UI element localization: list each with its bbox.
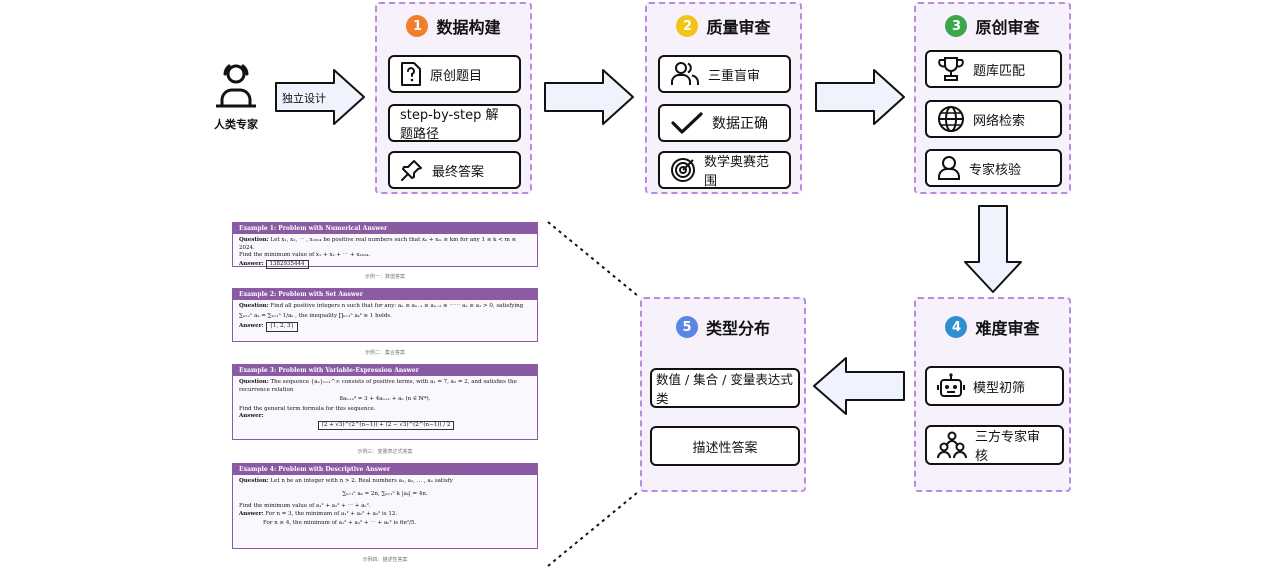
question-text: Find all positive integers n such that f… <box>270 303 524 309</box>
stage-type-distribution: 5 类型分布 数值 / 集合 / 变量表达式类 描述性答案 <box>640 297 806 492</box>
item-final-answer: 最终答案 <box>388 151 521 189</box>
item-web-search: 网络检索 <box>925 100 1062 138</box>
item-label: 数值 / 集合 / 变量表达式类 <box>656 372 793 406</box>
example-card-expression: Example 3: Problem with Variable-Express… <box>232 364 538 440</box>
question-text-2: Find the general term formula for this s… <box>239 405 376 412</box>
question-text: Let n be an integer with n > 2. Real num… <box>270 478 453 484</box>
example-title: Example 2: Problem with Set Answer <box>233 289 537 300</box>
stage-difficulty-review: 4 难度审查 模型初筛 三方专家审核 <box>914 297 1071 492</box>
zoom-line-bottom <box>547 491 639 567</box>
pushpin-icon <box>401 160 422 181</box>
item-label: 题库匹配 <box>973 63 1026 79</box>
stage-originality-review: 3 原创审查 题库匹配 网络检索 专家核验 <box>914 2 1071 194</box>
stage-number: 1 <box>406 15 429 37</box>
item-label: 数学奥赛范围 <box>704 155 770 189</box>
question-label: Question: <box>239 303 269 309</box>
arrow-quality-to-original <box>814 68 906 126</box>
example-caption: 示例三：变量表达式答案 <box>357 449 413 455</box>
item-triple-blind-review: 三重盲审 <box>658 55 791 93</box>
item-olympiad-scope: 数学奥赛范围 <box>658 151 791 189</box>
item-data-correct: 数据正确 <box>658 104 791 142</box>
item-label: 数据正确 <box>712 116 768 132</box>
answer-label: Answer: <box>239 323 264 329</box>
question-text-2: Find the minimum value of a₁² + a₂² + ⋯ … <box>239 503 371 509</box>
team-icon <box>937 431 967 459</box>
expert-label: 人类专家 <box>214 118 258 131</box>
item-label: 描述性答案 <box>692 440 758 456</box>
robot-icon <box>937 373 965 397</box>
question-label: Question: <box>239 478 269 484</box>
item-label: step-by-step 解题路径 <box>400 108 499 142</box>
item-three-party-expert-review: 三方专家审核 <box>925 425 1064 465</box>
arrow-expert-to-build: 独立设计 <box>274 68 366 126</box>
item-label: 模型初筛 <box>973 380 1026 396</box>
human-expert: 人类专家 <box>205 62 267 132</box>
example-caption: 示例二：集合答案 <box>364 350 405 356</box>
item-label: 三方专家审核 <box>975 430 1041 464</box>
item-solution-path: step-by-step 解题路径 <box>388 104 521 142</box>
stage-number: 3 <box>945 15 968 37</box>
example-title: Example 1: Problem with Numerical Answer <box>233 223 537 234</box>
example-caption: 示例一：数值答案 <box>364 274 405 280</box>
example-title: Example 3: Problem with Variable-Express… <box>233 365 537 376</box>
item-label: 三重盲审 <box>708 68 761 84</box>
question-doc-icon <box>401 62 421 86</box>
arrow-build-to-quality <box>543 68 635 126</box>
item-label: 原创题目 <box>430 68 483 84</box>
zoom-line-top <box>547 221 639 297</box>
answer-value: {1, 2, 3} <box>265 322 299 332</box>
arrow-label: 独立设计 <box>282 92 326 105</box>
stage-title: 难度审查 <box>975 319 1040 338</box>
stage-number: 5 <box>675 316 698 338</box>
stage-title: 类型分布 <box>705 319 770 338</box>
user-icon <box>938 156 960 180</box>
answer-value-2: For n ≥ 4, the minimum of a₁² + a₂² + ⋯ … <box>263 520 417 526</box>
example-card-descriptive: Example 4: Problem with Descriptive Answ… <box>232 463 538 549</box>
answer-label: Answer: <box>239 260 264 267</box>
globe-icon <box>938 106 964 132</box>
question-text: Let x₁, x₂, ⋯ , x₂₀₂₄ be positive real n… <box>239 237 517 251</box>
answer-value: 1382935444 <box>265 259 309 269</box>
person-icon <box>216 64 256 108</box>
item-label: 最终答案 <box>432 164 485 180</box>
answer-value: For n = 3, the minimum of a₁² + a₂² + a₃… <box>265 510 398 517</box>
item-question-bank-match: 题库匹配 <box>925 50 1062 88</box>
stage-number: 2 <box>676 15 699 37</box>
question-label: Question: <box>239 379 269 385</box>
item-label: 专家核验 <box>969 162 1022 178</box>
example-card-set: Example 2: Problem with Set Answer Quest… <box>232 288 538 342</box>
question-text: The sequence {aₙ}ₙ₌₁^∞ consists of posit… <box>239 379 517 393</box>
trophy-icon <box>938 57 964 81</box>
question-formula: 8aₙ₊₂⁴ = 3 + 4aₙ₊₁ + aₙ (n ∈ ℕ*). <box>339 396 431 402</box>
example-caption: 示例四：描述性答案 <box>362 557 408 563</box>
arrow-difficulty-to-type <box>812 356 906 416</box>
arrow-original-to-difficulty <box>963 204 1023 294</box>
example-title: Example 4: Problem with Descriptive Answ… <box>233 464 537 475</box>
item-original-question: 原创题目 <box>388 55 521 93</box>
target-icon <box>671 158 695 182</box>
question-text-2: ∑ₖ₌₁ⁿ aₖ = ∑ₖ₌₁ⁿ 1/aₖ , the inequality ∏… <box>239 312 392 319</box>
item-numeric-set-expression: 数值 / 集合 / 变量表达式类 <box>650 368 800 408</box>
item-descriptive-answer: 描述性答案 <box>650 426 800 466</box>
stage-data-construction: 1 数据构建 原创题目 step-by-step 解题路径 最终答案 <box>375 2 532 194</box>
stage-quality-review: 2 质量审查 三重盲审 数据正确 数学奥赛范围 <box>645 2 802 194</box>
item-expert-verification: 专家核验 <box>925 149 1062 187</box>
stage-number: 4 <box>945 316 968 338</box>
stage-title: 原创审查 <box>975 18 1040 37</box>
people-icon <box>671 62 700 85</box>
question-label: Question: <box>239 237 269 243</box>
item-label: 网络检索 <box>973 113 1026 129</box>
question-formula: ∑ₖ₌₁ⁿ aₖ = 2n, ∑ₖ₌₁ⁿ k |aₖ| = 4n. <box>342 490 428 497</box>
checkmark-icon <box>671 112 703 134</box>
question-text-2: Find the minimum value of x₁ + x₂ + ⋯ + … <box>239 252 371 258</box>
item-model-screening: 模型初筛 <box>925 366 1064 406</box>
answer-label: Answer: <box>239 510 264 517</box>
stage-title: 质量审查 <box>706 18 771 37</box>
answer-value: (2 + √3)^(2^(n−1)) + (2 − √3)^(2^(n−1)) … <box>317 420 455 430</box>
example-card-numerical: Example 1: Problem with Numerical Answer… <box>232 222 538 269</box>
answer-label: Answer: <box>239 413 264 419</box>
stage-title: 数据构建 <box>436 18 501 37</box>
